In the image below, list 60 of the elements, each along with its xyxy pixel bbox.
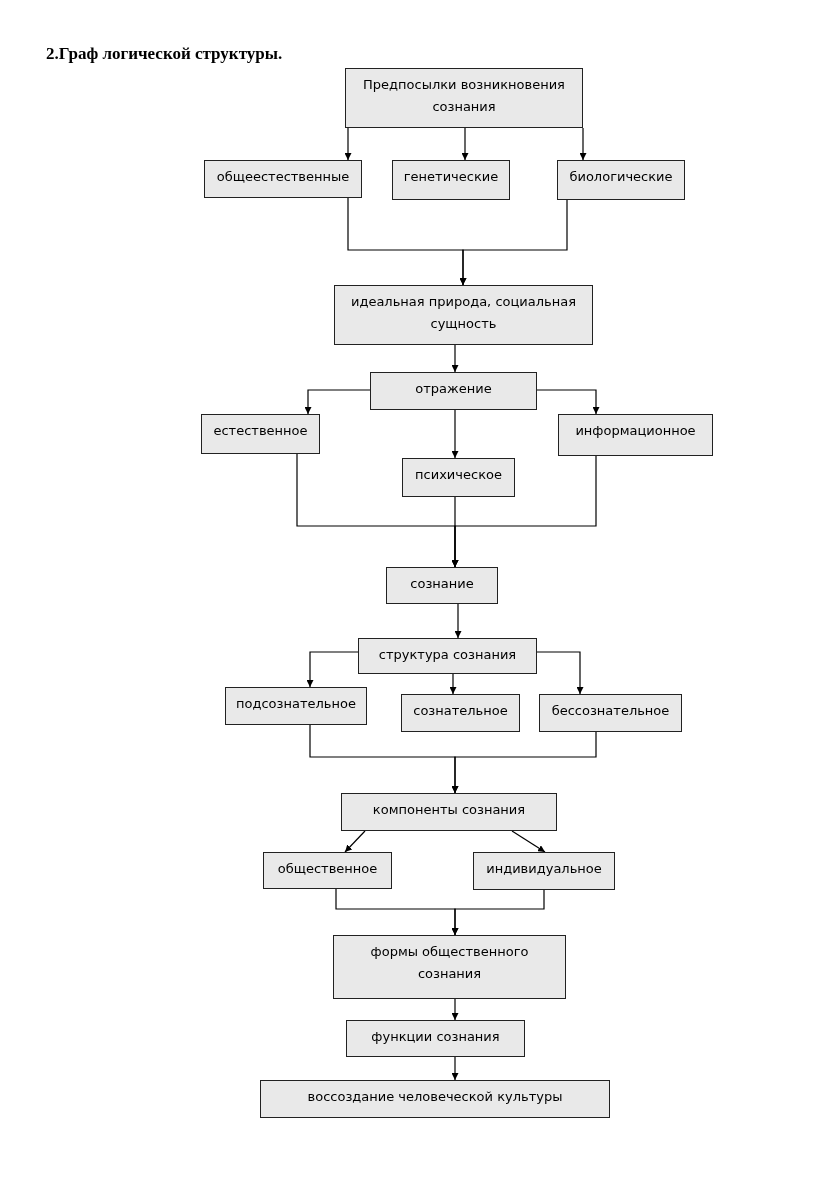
arrow (536, 651, 584, 695)
box-label: общественное (277, 860, 378, 878)
process-box (333, 935, 566, 999)
arrow (344, 127, 352, 161)
box-label: общеестественные (216, 168, 350, 186)
arrow (461, 127, 469, 161)
arrow (451, 409, 459, 459)
process-box (539, 694, 682, 732)
box-label: сознание (410, 575, 474, 593)
process-box (358, 638, 537, 674)
process-box (204, 160, 362, 198)
arrow (511, 830, 546, 853)
arrow (451, 344, 459, 373)
arrow (306, 651, 359, 688)
box-label: идеальная природа, социальная сущность (349, 293, 577, 333)
arrow (451, 889, 545, 936)
arrow (454, 603, 462, 639)
arrow (449, 673, 457, 695)
process-box (225, 687, 367, 725)
box-label: информационное (575, 422, 696, 440)
process-box (341, 793, 557, 831)
arrow (451, 731, 597, 794)
arrow (344, 830, 366, 853)
process-box (392, 160, 510, 200)
box-label: формы общественного сознания (369, 943, 530, 983)
box-label: генетические (403, 168, 499, 186)
process-box (557, 160, 685, 200)
process-box (334, 285, 593, 345)
process-box (260, 1080, 610, 1118)
arrow (304, 389, 371, 415)
process-box (402, 458, 515, 497)
process-box (473, 852, 615, 890)
box-label: естественное (213, 422, 308, 440)
process-box (386, 567, 498, 604)
process-box (558, 414, 713, 456)
process-box (201, 414, 320, 454)
process-box (346, 1020, 525, 1057)
arrow (579, 127, 587, 161)
arrow (536, 389, 600, 415)
box-label: структура сознания (378, 646, 517, 664)
process-box (370, 372, 537, 410)
arrow (451, 998, 459, 1021)
arrow (451, 455, 597, 568)
arrow (451, 1056, 459, 1081)
box-label: воссоздание человеческой культуры (307, 1088, 563, 1106)
box-label: функции сознания (371, 1028, 500, 1046)
diagram-title: 2.Граф логической структуры. (46, 44, 283, 64)
box-label: Предпосылки возникновения сознания (362, 76, 566, 116)
arrow (459, 199, 568, 286)
process-box (345, 68, 583, 128)
box-label: отражение (415, 380, 492, 398)
box-label: компоненты сознания (372, 801, 526, 819)
box-label: индивидуальное (486, 860, 602, 878)
box-label: подсознательное (236, 695, 356, 713)
process-box (401, 694, 520, 732)
box-label: биологические (569, 168, 673, 186)
box-label: психическое (415, 466, 502, 484)
process-box (263, 852, 392, 889)
box-label: сознательное (413, 702, 508, 720)
box-label: бессознательное (551, 702, 670, 720)
